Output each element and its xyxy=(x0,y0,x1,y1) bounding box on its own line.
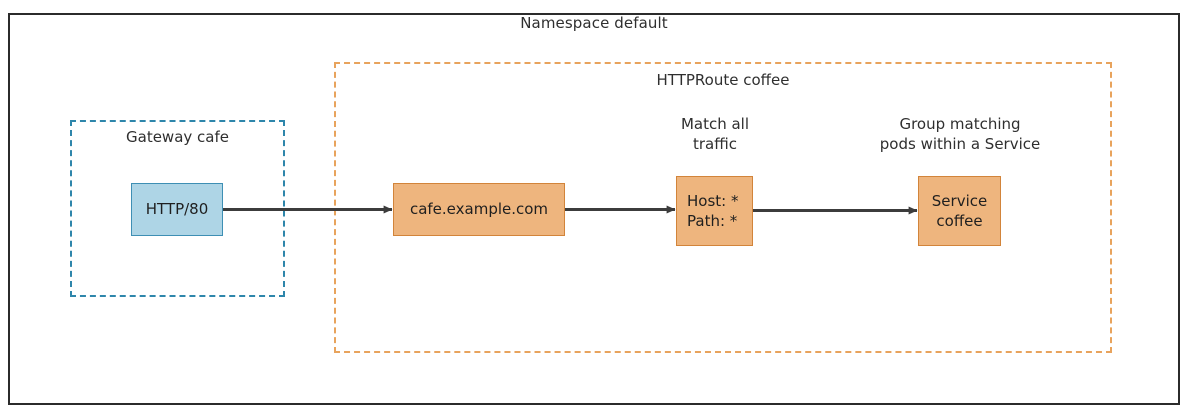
node-route-match-path: Path: * xyxy=(687,212,738,230)
node-hostname-label: cafe.example.com xyxy=(409,200,549,219)
node-backend-service-kind: Service xyxy=(931,191,988,210)
caption-match-line-1: Match all xyxy=(680,115,750,133)
caption-group-matching-pods: Group matching pods within a Service xyxy=(860,114,1060,155)
node-route-match[interactable]: Host: * Path: * xyxy=(676,176,753,246)
caption-service-line-2: pods within a Service xyxy=(879,135,1041,154)
namespace-label: Namespace default xyxy=(520,14,668,32)
node-route-match-host: Host: * xyxy=(687,191,739,210)
node-backend-service-lines: Service coffee xyxy=(932,191,987,232)
node-gateway-listener[interactable]: HTTP/80 xyxy=(131,183,223,236)
gateway-label: Gateway cafe xyxy=(126,128,229,146)
node-route-match-lines: Host: * Path: * xyxy=(687,191,738,232)
caption-match-all-traffic: Match all traffic xyxy=(634,114,796,155)
node-hostname[interactable]: cafe.example.com xyxy=(393,183,565,236)
caption-service-line-1: Group matching xyxy=(899,115,1021,133)
httproute-container xyxy=(334,62,1112,353)
node-gateway-listener-label: HTTP/80 xyxy=(145,200,209,219)
httproute-label: HTTPRoute coffee xyxy=(656,71,790,89)
node-backend-service-name: coffee xyxy=(936,212,983,230)
caption-match-line-2: traffic xyxy=(693,135,737,154)
node-backend-service[interactable]: Service coffee xyxy=(918,176,1001,246)
